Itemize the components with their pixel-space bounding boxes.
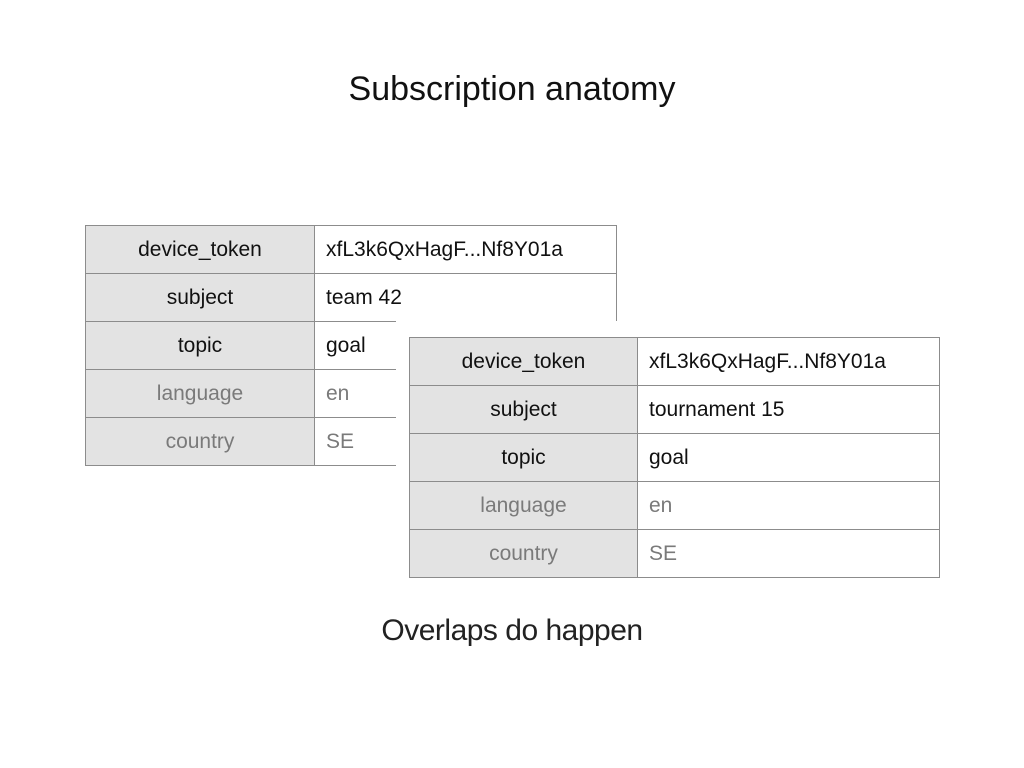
field-value-device-token: xfL3k6QxHagF...Nf8Y01a (637, 337, 940, 386)
field-key-topic: topic (85, 321, 315, 370)
table-row: subject team 42 (85, 273, 617, 322)
subscription-table-front: device_token xfL3k6QxHagF...Nf8Y01a subj… (409, 337, 940, 578)
table-row: device_token xfL3k6QxHagF...Nf8Y01a (409, 337, 940, 386)
field-key-device-token: device_token (85, 225, 315, 274)
table-row: topic goal (409, 433, 940, 482)
field-value-country: SE (637, 529, 940, 578)
field-key-subject: subject (409, 385, 638, 434)
field-value-device-token: xfL3k6QxHagF...Nf8Y01a (314, 225, 617, 274)
field-key-subject: subject (85, 273, 315, 322)
table-row: language en (409, 481, 940, 530)
field-key-country: country (409, 529, 638, 578)
table-row: country SE (409, 529, 940, 578)
field-key-language: language (85, 369, 315, 418)
field-key-language: language (409, 481, 638, 530)
field-value-subject: tournament 15 (637, 385, 940, 434)
field-key-device-token: device_token (409, 337, 638, 386)
field-value-subject: team 42 (314, 273, 617, 322)
field-value-topic: goal (637, 433, 940, 482)
slide-caption: Overlaps do happen (381, 614, 643, 647)
table-row: subject tournament 15 (409, 385, 940, 434)
table-row: device_token xfL3k6QxHagF...Nf8Y01a (85, 225, 617, 274)
field-value-language: en (637, 481, 940, 530)
field-key-country: country (85, 417, 315, 466)
slide-title: Subscription anatomy (348, 70, 676, 108)
field-key-topic: topic (409, 433, 638, 482)
